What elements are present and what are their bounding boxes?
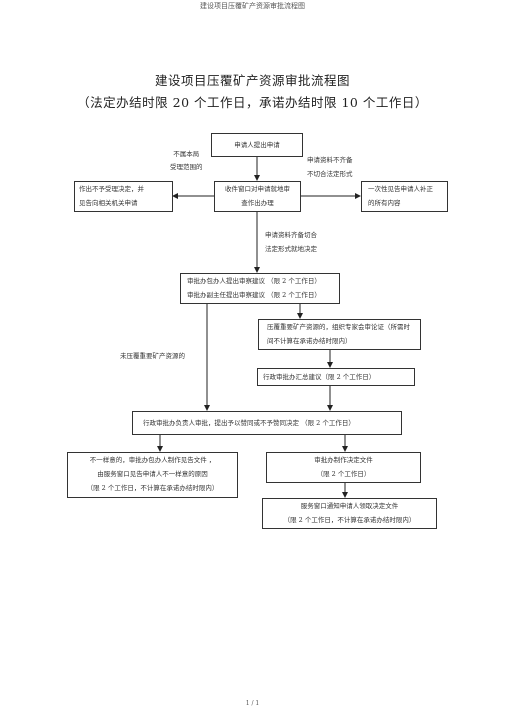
note-not-in-scope: 不属本局 受理范围的 (170, 150, 203, 171)
document-header: 建设项目压覆矿产资源审批流程图 (200, 2, 305, 10)
node-expert: 压覆重要矿产资源的，组织专家会审论证（所需时 间不计算在承诺办结时限内） (258, 319, 421, 350)
node-notify: 服务窗口通知申请人领取决定文件 （限 2 个工作日，不计算在承诺办结时限内） (262, 498, 437, 529)
note-complete: 申请资料齐备切合 法定形式就地决定 (265, 231, 317, 253)
note-incomplete: 申请资料不齐备 不切合法定形式 (307, 156, 353, 178)
node-make-doc: 审批办制作决定文件 （限 2 个工作日） (266, 452, 421, 483)
node-disagree: 不一样意的，审批办包办人制作见告文件 ， 由服务窗口见告申请人不一样意的原因 （… (67, 452, 238, 498)
node-window: 收件窗口对申请就地审 查作出办理 (214, 181, 301, 212)
page-number: 1 / 1 (245, 700, 260, 707)
page-title: 建设项目压覆矿产资源审批流程图 (154, 73, 350, 88)
node-decision: 行政审批办负责人审批，提出予以赞同或不予赞同决定 （限 2 个工作日） (132, 411, 402, 435)
note-not-important: 未压覆重要矿产资源的 (120, 352, 185, 360)
node-supplement: 一次性见告申请人补正 的所有内容 (361, 181, 448, 212)
node-review: 审批办包办人提出审察建议 （限 2 个工作日） 审批办副主任提出审察建议 （限 … (180, 273, 340, 304)
page-subtitle: （法定办结时限 20 个工作日，承诺办结时限 10 个工作日） (77, 95, 428, 110)
node-reject: 作出不予受理决定，并 见告向相关机关申请 (74, 181, 173, 212)
node-apply: 申请人提出申请 (211, 133, 303, 157)
node-summary: 行政审批办汇总建议（限 2 个工作日） (257, 368, 415, 386)
